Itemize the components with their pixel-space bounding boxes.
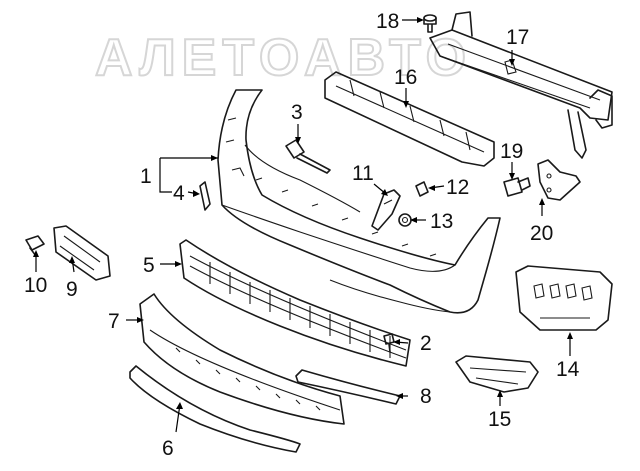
callout-3: 3 bbox=[291, 101, 303, 124]
callout-6: 6 bbox=[162, 437, 174, 460]
callout-5: 5 bbox=[143, 254, 155, 277]
part-19-sensor bbox=[503, 177, 531, 197]
part-16-energy-absorber bbox=[324, 71, 495, 167]
part-6-spoiler bbox=[129, 365, 301, 453]
part-14-side-bracket bbox=[515, 265, 613, 331]
part-7-lower-grille bbox=[139, 293, 345, 425]
callout-1: 1 bbox=[140, 165, 152, 188]
part-13-clip-nut bbox=[398, 213, 412, 227]
part-4-clip bbox=[199, 181, 211, 211]
callout-19: 19 bbox=[500, 140, 523, 163]
callout-4: 4 bbox=[173, 182, 185, 205]
callout-12: 12 bbox=[446, 176, 469, 199]
callout-15: 15 bbox=[488, 408, 511, 431]
part-3-pin bbox=[285, 139, 331, 174]
part-11-bracket bbox=[371, 189, 401, 231]
callout-14: 14 bbox=[556, 358, 580, 381]
part-1-bumper-cover bbox=[217, 89, 501, 314]
part-5-grille bbox=[179, 239, 411, 367]
part-20-bracket bbox=[537, 159, 581, 201]
part-15-fog-cover bbox=[455, 355, 539, 393]
part-18-bolt bbox=[423, 14, 437, 33]
callout-17: 17 bbox=[506, 26, 529, 49]
watermark-logo: АЛЕТОАВТО bbox=[95, 29, 472, 87]
part-17-reinforcement-beam bbox=[429, 11, 613, 159]
callout-2: 2 bbox=[420, 332, 432, 355]
callout-9: 9 bbox=[66, 278, 78, 301]
callout-10: 10 bbox=[24, 274, 47, 297]
callout-11: 11 bbox=[352, 162, 374, 185]
callout-8: 8 bbox=[420, 385, 432, 408]
leader-1 bbox=[159, 157, 218, 193]
callout-16: 16 bbox=[394, 66, 417, 89]
part-8-trim bbox=[295, 369, 401, 405]
part-12-nut bbox=[415, 181, 429, 197]
arrow-heads bbox=[33, 17, 573, 409]
callout-20: 20 bbox=[530, 222, 553, 245]
part-9-plate-bracket bbox=[53, 225, 111, 281]
callout-7: 7 bbox=[108, 310, 120, 333]
callout-13: 13 bbox=[430, 210, 453, 233]
part-2-screw bbox=[383, 333, 395, 353]
callout-numbers: 1 2 3 4 5 6 7 8 9 10 11 12 13 14 15 16 1… bbox=[24, 10, 580, 460]
callout-18: 18 bbox=[376, 10, 399, 33]
